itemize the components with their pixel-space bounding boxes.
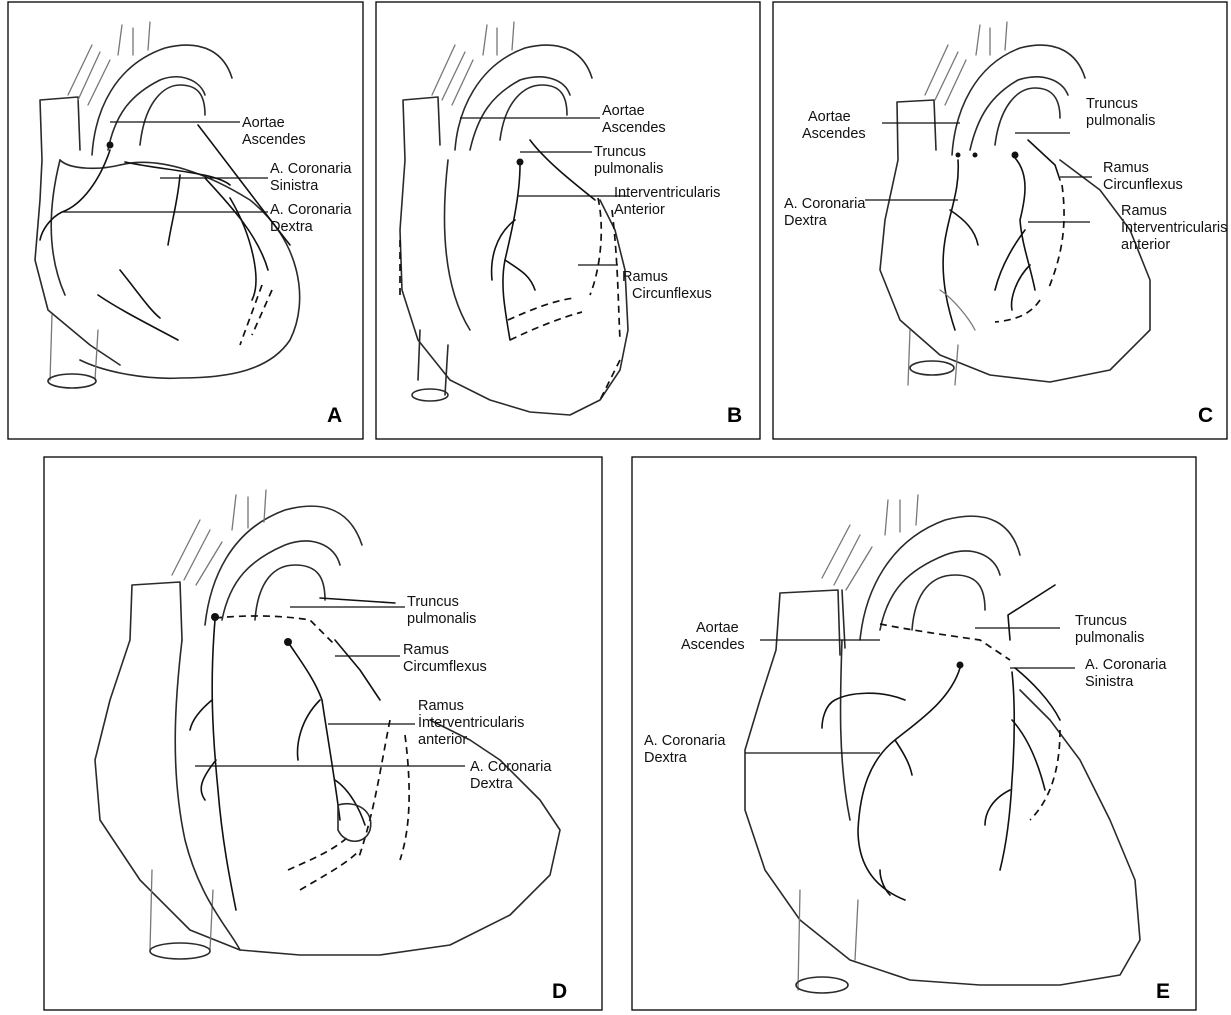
panel-b-frame [376, 2, 760, 439]
label-a-1-l2: Ascendes [242, 132, 306, 148]
label-d-4-l2: Dextra [470, 776, 514, 792]
label-e-3-l2: Sinistra [1085, 674, 1134, 690]
label-e-4-l2: Dextra [644, 750, 688, 766]
panel-letter-c: C [1198, 404, 1213, 427]
label-c-4-l1: Ramus [1103, 160, 1149, 176]
label-c-3-l2: Dextra [784, 213, 828, 229]
label-c-5-l2: İnterventricularis [1121, 218, 1227, 236]
label-c-1-l1: Aortae [808, 109, 851, 125]
panel-a-heart-sketch [35, 22, 300, 388]
label-e-4-l1: A. Coronaria [644, 733, 726, 749]
label-c-4-l2: Circunflexus [1103, 177, 1183, 193]
label-a-1-l1: Aortae [242, 115, 285, 131]
label-b-2-l1: Truncus [594, 144, 646, 160]
label-d-3-l3: anterior [418, 732, 467, 748]
label-a-3-l1: A. Coronaria [270, 202, 352, 218]
label-b-1-l1: Aortae [602, 103, 645, 119]
panel-letter-b: B [727, 404, 742, 427]
label-c-2-l1: Truncus [1086, 96, 1138, 112]
label-c-5-l1: Ramus [1121, 203, 1167, 219]
label-d-1-l2: pulmonalis [407, 611, 476, 627]
label-b-3-l2: Anterior [614, 202, 665, 218]
panel-b-heart-sketch [400, 22, 628, 415]
label-e-1-l1: Aortae [696, 620, 739, 636]
label-c-3-l1: A. Coronaria [784, 196, 866, 212]
label-e-3-l1: A. Coronaria [1085, 657, 1167, 673]
label-d-2-l1: Ramus [403, 642, 449, 658]
panel-d-frame [44, 457, 602, 1010]
label-d-1-l1: Truncus [407, 594, 459, 610]
panel-e-heart-sketch [745, 495, 1140, 993]
label-b-3-l1: Interventricularis [614, 185, 720, 201]
label-d-2-l2: Circumflexus [403, 659, 487, 675]
label-b-4-l1: Ramus [622, 269, 668, 285]
label-a-3-l2: Dextra [270, 219, 314, 235]
label-a-2-l1: A. Coronaria [270, 161, 352, 177]
panel-c-heart-sketch [880, 22, 1150, 385]
panel-letter-e: E [1156, 980, 1170, 1003]
label-b-4-l2: Circunflexus [632, 286, 712, 302]
label-e-2-l2: pulmonalis [1075, 630, 1144, 646]
label-a-2-l2: Sinistra [270, 178, 319, 194]
label-e-1-l2: Ascendes [681, 637, 745, 653]
label-b-2-l2: pulmonalis [594, 161, 663, 177]
panel-letter-a: A [327, 404, 342, 427]
label-b-1-l2: Ascendes [602, 120, 666, 136]
label-d-3-l1: Ramus [418, 698, 464, 714]
label-d-3-l2: İnterventricularis [418, 713, 524, 731]
panel-letter-d: D [552, 980, 567, 1003]
label-c-2-l2: pulmonalis [1086, 113, 1155, 129]
label-d-4-l1: A. Coronaria [470, 759, 552, 775]
label-c-5-l3: anterior [1121, 237, 1170, 253]
label-e-2-l1: Truncus [1075, 613, 1127, 629]
label-c-1-l2: Ascendes [802, 126, 866, 142]
